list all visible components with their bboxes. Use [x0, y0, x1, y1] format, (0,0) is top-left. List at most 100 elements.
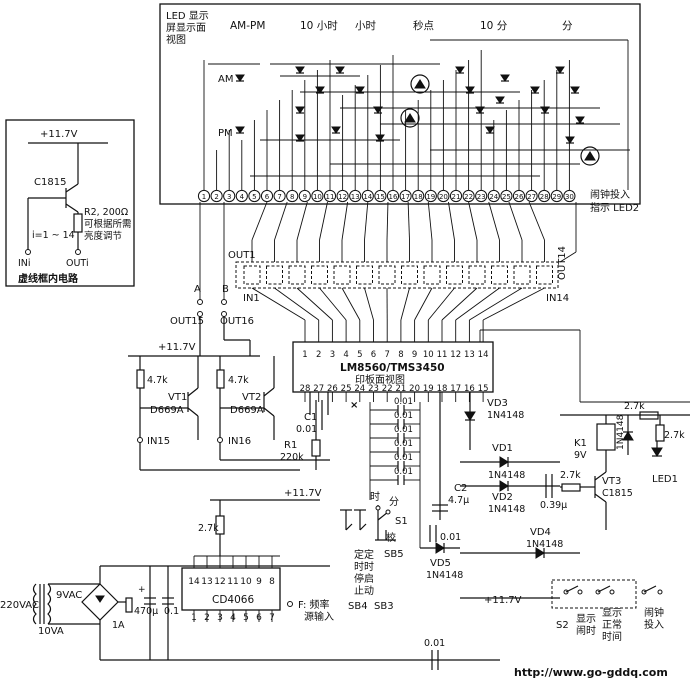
s2-switch-normal-time[interactable] [596, 586, 614, 594]
ac-output: 9VAC [56, 590, 82, 601]
out1-label: OUT1 [228, 250, 256, 261]
inset-range: i=1 ~ 14 [32, 230, 75, 241]
led-pin-number-15: 15 [376, 193, 385, 201]
led-pin-number-26: 26 [515, 193, 524, 201]
led-pin-number-11: 11 [326, 193, 335, 201]
segment-diode [332, 127, 340, 133]
driver-cell [267, 266, 283, 284]
led-pin-number-10: 10 [313, 193, 322, 201]
led-pin-number-9: 9 [303, 193, 307, 201]
s2-switch-alarm-time[interactable] [564, 586, 582, 594]
led-pin-number-21: 21 [452, 193, 461, 201]
am-label: AM [218, 74, 233, 85]
ic-main-subtitle: 印板面视图 [355, 373, 405, 386]
segment-diode [486, 127, 494, 133]
pm-label: PM [218, 128, 233, 139]
led1-resistor: 2.7k [664, 430, 685, 441]
led-pin-number-16: 16 [389, 193, 398, 201]
led-pin-number-23: 23 [477, 193, 486, 201]
sb4-label: SB4 [348, 601, 368, 612]
inset-transistor-symbol [46, 184, 78, 212]
a-label: A [194, 284, 201, 295]
c2-value: 4.7μ [448, 495, 469, 506]
vd1-part: 1N4148 [488, 470, 525, 481]
driver-cell [447, 266, 463, 284]
led-pin-number-22: 22 [464, 193, 473, 201]
led-pin-number-13: 13 [351, 193, 360, 201]
cd4066-label: CD4066 [212, 594, 254, 606]
led-pin-number-28: 28 [540, 193, 549, 201]
relay-diode-part: 1N4148 [616, 414, 626, 450]
group-colon: 秒点 [413, 19, 434, 32]
panel-title-line-1: LED 显示 [166, 10, 209, 22]
driver-cell [492, 266, 508, 284]
cap-039-value: 0.39μ [540, 500, 567, 511]
s1-hour-label: 时 [370, 491, 380, 503]
driver-cell [289, 266, 305, 284]
s1-cal-label: 校 [386, 531, 396, 544]
led-pin-number-30: 30 [565, 193, 574, 201]
cap-001-3: 0.01 [394, 439, 413, 449]
cap-470: 470μ [134, 606, 158, 617]
group-hour: 小时 [355, 20, 376, 32]
inset-vcc: +11.7V [40, 129, 78, 140]
s1-minute-label: 分 [389, 496, 399, 508]
sb3-button[interactable] [354, 510, 366, 530]
cd4066-resistor-value: 2.7k [198, 523, 219, 534]
segment-diode [336, 67, 344, 73]
ic-pin-3: 3 [330, 350, 335, 360]
ic-pin-11: 11 [437, 350, 448, 360]
led-pin-number-5: 5 [252, 193, 256, 201]
segment-diode [236, 127, 244, 133]
alarm-on-1: 闹钟 [644, 606, 664, 619]
c2-label: C2 [454, 483, 467, 494]
vt3: VT3 C1815 [595, 450, 633, 530]
inset-note-2: 亮度调节 [84, 230, 122, 242]
led-display-panel [160, 4, 640, 204]
r-27k-base: 2.7k [560, 470, 595, 491]
ic-pin-8: 8 [398, 350, 403, 360]
vt1-resistor: 4.7k [147, 375, 168, 386]
cd4066-pin-9: 9 [256, 577, 262, 587]
inset-in: INi [18, 258, 31, 269]
panel-title-line-2: 屏显示面 [166, 22, 206, 34]
freq-line-1: F: 频率 [298, 598, 330, 611]
timer-line-1: 定定 [354, 548, 374, 561]
segment-diode [531, 87, 539, 93]
in14-label: IN14 [546, 293, 569, 304]
segment-diode [236, 75, 244, 81]
alarm-on-switch[interactable] [642, 586, 662, 594]
relay-k1: K1 9V [574, 415, 615, 461]
inset-note-1: 可根据所需 [84, 218, 132, 230]
vd4: VD4 1N4148 [460, 527, 580, 558]
segment-diode [476, 107, 484, 113]
r1-value: 220k [280, 452, 304, 463]
ic-main-name: LM8560/TMS3450 [340, 362, 445, 374]
ic-pin-1: 1 [302, 350, 307, 360]
s1-label: S1 [395, 516, 408, 527]
segment-diode [296, 107, 304, 113]
alarm-led-label-1: 闹钟投入 [590, 188, 630, 201]
sb4-button[interactable] [340, 510, 352, 530]
vt3-part: C1815 [602, 488, 633, 499]
vt2-label: VT2 [242, 392, 261, 403]
transformer-va: 10VA [38, 626, 64, 637]
segment-diode [296, 67, 304, 73]
ic-pin-6: 6 [371, 350, 376, 360]
in1-label: IN1 [243, 293, 260, 304]
vd1: VD1 1N4148 [460, 443, 560, 481]
driver-cell [402, 266, 418, 284]
ic-pin-5: 5 [357, 350, 362, 360]
cap-01: 0.1 [164, 606, 179, 617]
timer-line-2: 时时 [354, 561, 374, 573]
switch-group: 时 分 S1 校 SB5 定定 时时 停启 止动 SB4 SB3 [340, 491, 408, 612]
segment-diode [571, 87, 579, 93]
r-27k-a: 2.7k [560, 470, 581, 481]
group-am-pm: AM-PM [230, 20, 265, 32]
k1-label: K1 [574, 438, 587, 449]
led-pin-number-27: 27 [527, 193, 536, 201]
vcc-label-2: +11.7V [484, 595, 522, 606]
vd5-label: VD5 [430, 558, 451, 569]
